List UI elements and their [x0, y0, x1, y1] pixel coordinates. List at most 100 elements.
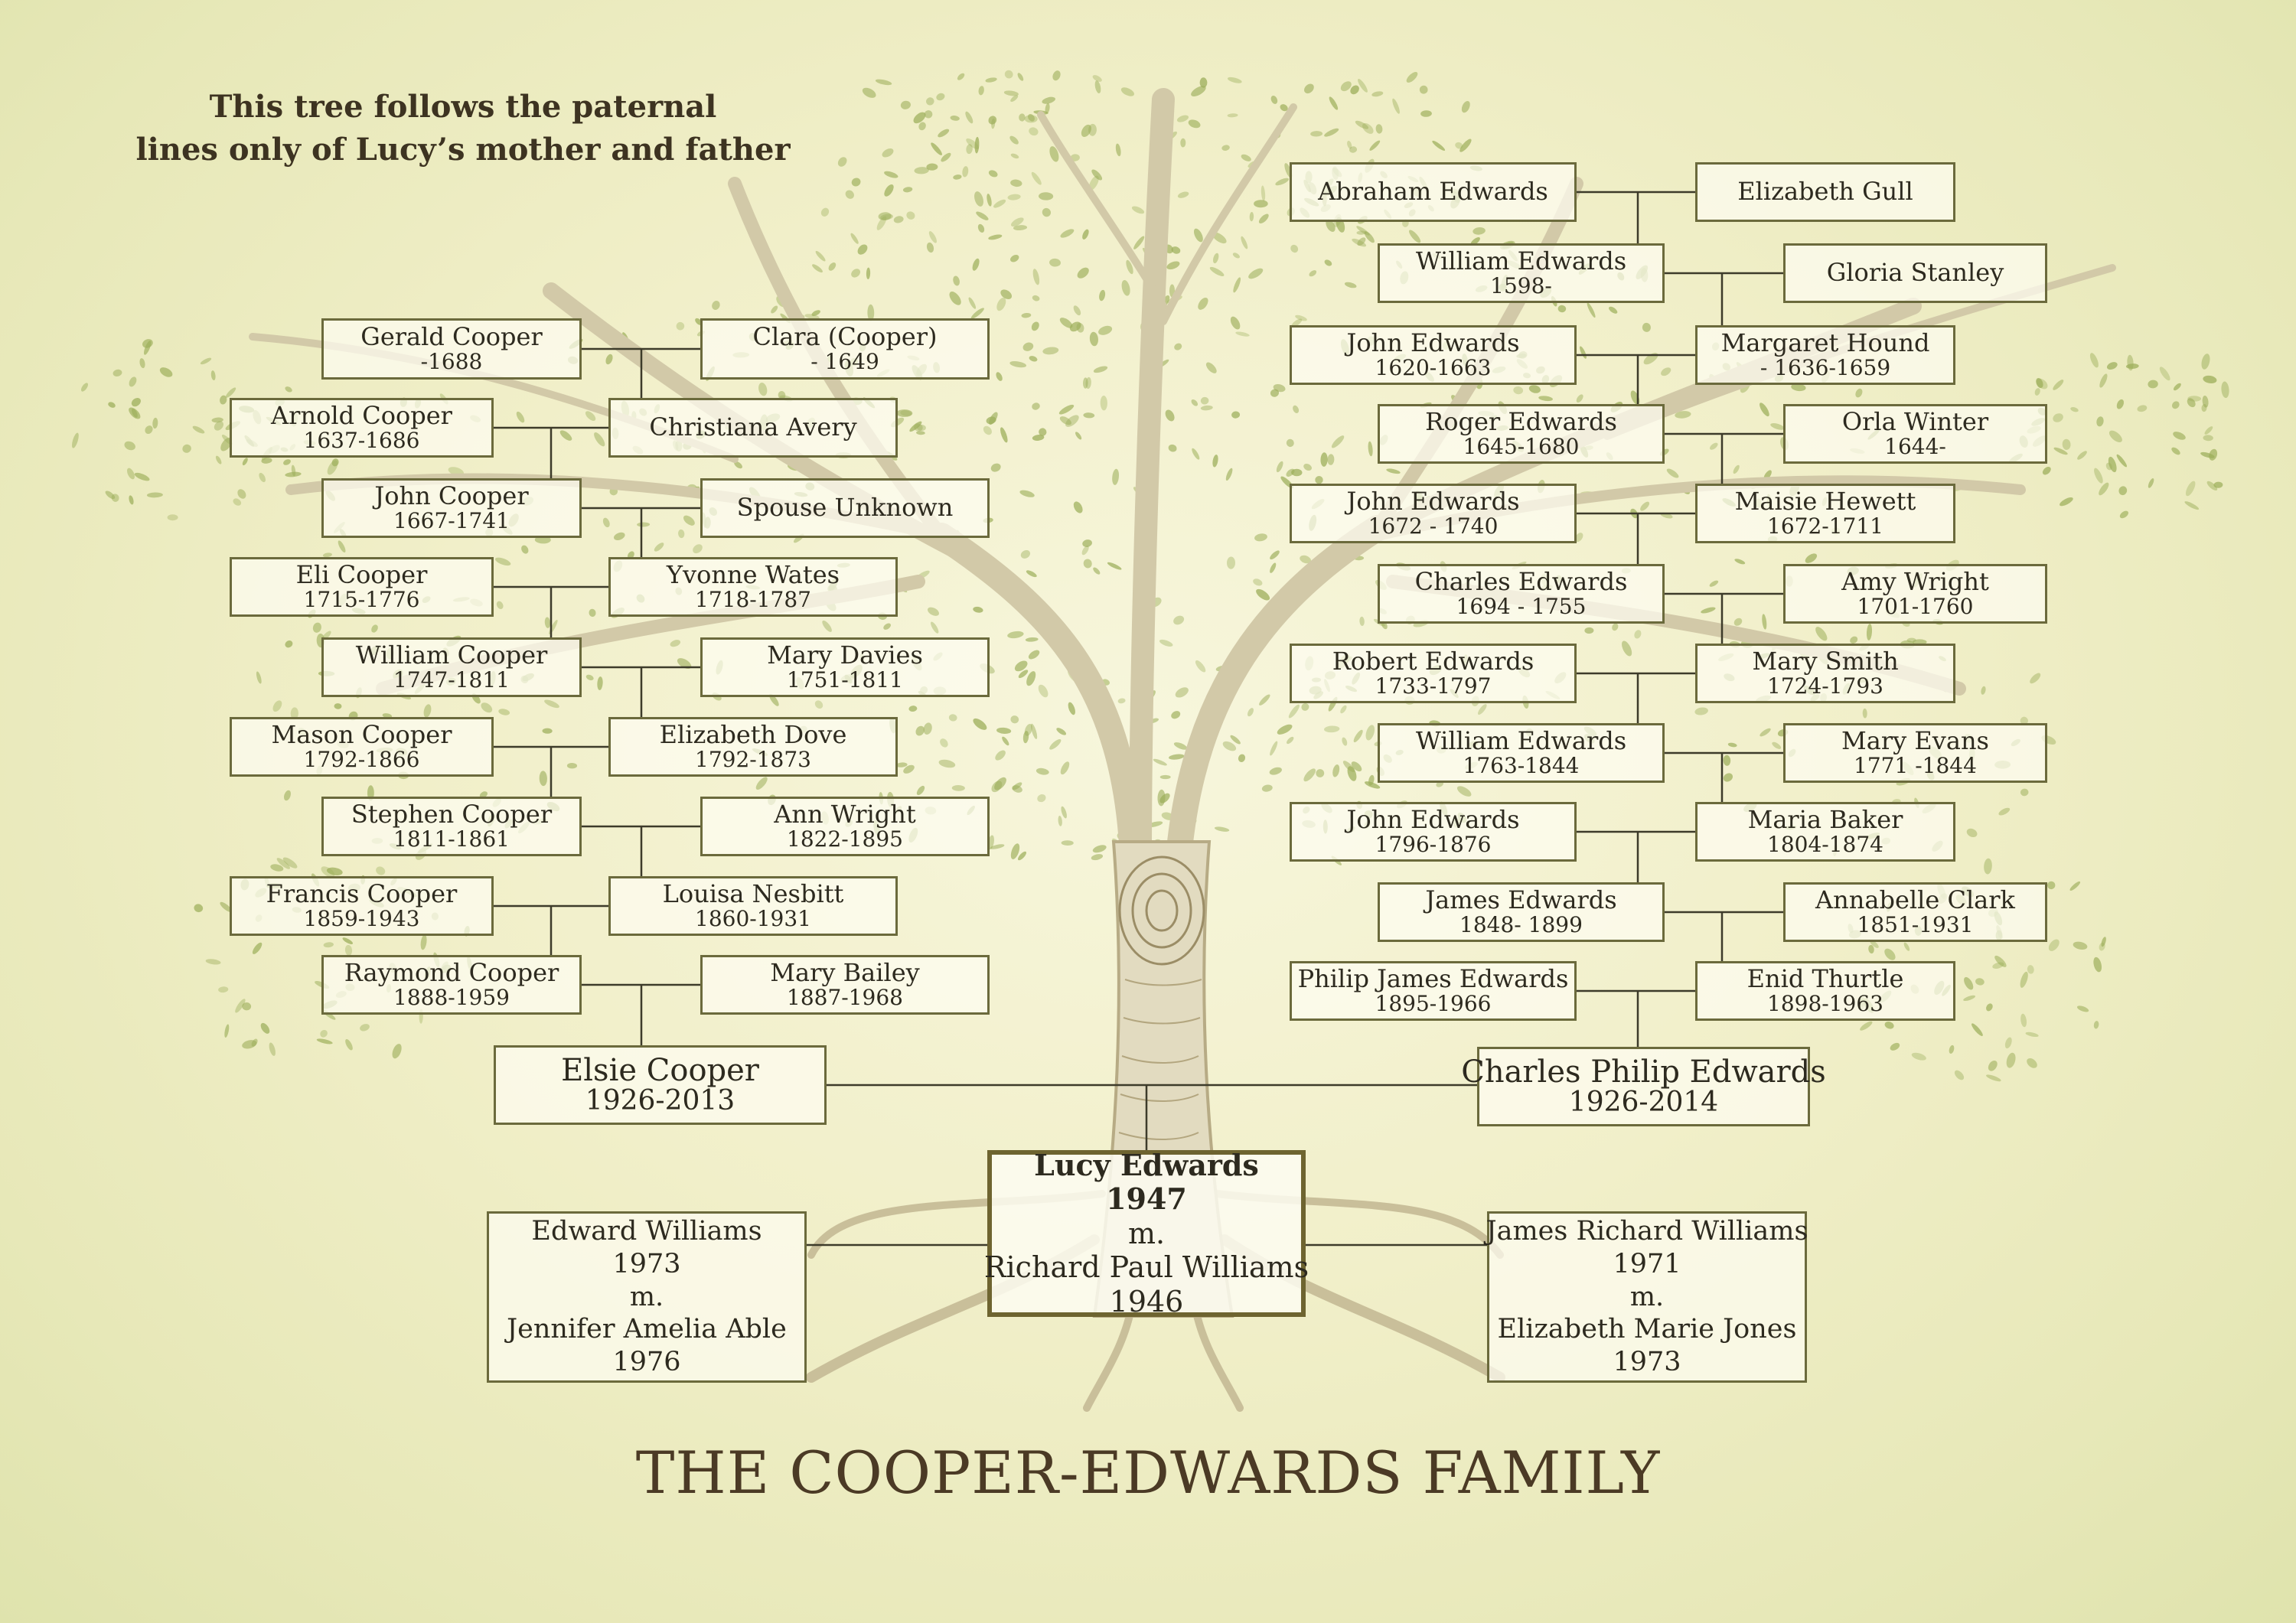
person-mason-cooper: Mason Cooper 1792-1866	[230, 717, 494, 777]
leaf	[996, 727, 1012, 734]
leaf	[2069, 881, 2081, 891]
leaf	[285, 640, 293, 648]
leaf	[159, 367, 173, 377]
leaf	[167, 514, 178, 521]
leaf	[878, 212, 892, 220]
leaf	[986, 416, 996, 425]
leaf	[1176, 115, 1189, 122]
leaf	[1225, 468, 1233, 481]
leaf	[1964, 976, 1974, 990]
person-name: Arnold Cooper	[271, 401, 452, 431]
person-dates: 1715-1776	[303, 587, 420, 613]
person-name: Eli Cooper	[295, 560, 428, 590]
person-dates: 1672 - 1740	[1368, 513, 1499, 539]
leaf	[1083, 412, 1095, 419]
leaf	[479, 791, 488, 798]
leaf	[1171, 246, 1181, 254]
leaf	[1213, 253, 1219, 264]
leaf	[882, 148, 894, 158]
leaf	[2093, 957, 2102, 973]
leaf	[1168, 444, 1177, 452]
leaf	[291, 464, 296, 477]
leaf	[1261, 784, 1273, 792]
leaf	[371, 624, 378, 633]
leaf	[1198, 297, 1208, 310]
leaf	[224, 1024, 230, 1038]
leaf	[654, 543, 664, 552]
person-dates: 1747-1811	[393, 667, 510, 693]
leaf	[1131, 206, 1145, 214]
leaf	[990, 844, 1005, 849]
leaf	[1019, 490, 1035, 497]
leaf	[965, 111, 974, 124]
leaf	[926, 242, 934, 253]
leaf	[1622, 640, 1632, 657]
leaf	[1017, 851, 1027, 861]
leaf	[1098, 325, 1113, 335]
leaf	[884, 184, 894, 197]
person-dates: 1887-1968	[787, 985, 903, 1011]
leaf	[1254, 200, 1268, 208]
leaf	[1359, 616, 1365, 626]
leaf	[1010, 254, 1019, 262]
leaf	[850, 233, 859, 244]
leaf	[1028, 113, 1035, 122]
person-christiana-avery: Christiana Avery	[608, 398, 898, 458]
leaf	[1293, 405, 1300, 414]
trunk-knot	[1118, 855, 1205, 966]
leaf	[1153, 758, 1167, 766]
leaf	[2094, 468, 2103, 484]
person-john-edwards-1620: John Edwards 1620-1663	[1290, 325, 1577, 385]
leaf	[1061, 840, 1074, 846]
leaf	[2020, 971, 2028, 988]
leaf	[2099, 482, 2109, 496]
leaf	[2004, 1037, 2012, 1049]
leaf	[1675, 411, 1691, 419]
lucy-year: 1947	[1106, 1181, 1187, 1217]
leaf	[614, 532, 625, 540]
leaf	[2118, 486, 2128, 496]
leaf	[1350, 85, 1359, 95]
person-name: Mary Smith	[1752, 647, 1899, 676]
leaf	[928, 231, 937, 243]
leaf	[1249, 212, 1254, 222]
leaf	[1038, 684, 1049, 698]
person-annabelle-clark: Annabelle Clark 1851-1931	[1783, 882, 2047, 942]
leaf	[1232, 253, 1240, 259]
leaf	[637, 522, 651, 527]
leaf	[1022, 342, 1034, 351]
leaf	[1188, 119, 1201, 129]
leaf	[1954, 1070, 1965, 1080]
leaf	[237, 489, 246, 499]
leaf	[1227, 113, 1238, 118]
leaf	[2171, 447, 2180, 455]
leaf	[875, 79, 892, 86]
leaf	[2108, 456, 2117, 473]
leaf	[602, 517, 610, 528]
person-name: Stephen Cooper	[351, 800, 553, 829]
leaf	[1042, 96, 1055, 104]
leaf	[113, 369, 122, 376]
leaf	[1052, 70, 1061, 81]
leaf	[1301, 702, 1309, 711]
leaf	[1029, 356, 1038, 362]
leaf	[205, 959, 221, 965]
person-name: Louisa Nesbitt	[662, 879, 844, 909]
leaf	[1058, 404, 1075, 415]
leaf	[1984, 858, 1992, 875]
leaf	[1049, 738, 1062, 750]
leaf	[1356, 230, 1367, 235]
leaf	[2171, 401, 2180, 409]
leaf	[1177, 191, 1189, 198]
leaf	[1061, 806, 1067, 819]
leaf	[2125, 363, 2139, 370]
leaf	[1327, 454, 1335, 465]
leaf	[131, 397, 141, 407]
leaf	[1275, 178, 1290, 186]
leaf	[1230, 735, 1241, 745]
leaf	[1357, 237, 1366, 246]
leaf	[970, 308, 984, 319]
leaf	[976, 211, 989, 220]
leaf	[2020, 1013, 2027, 1028]
leaf	[851, 178, 861, 187]
